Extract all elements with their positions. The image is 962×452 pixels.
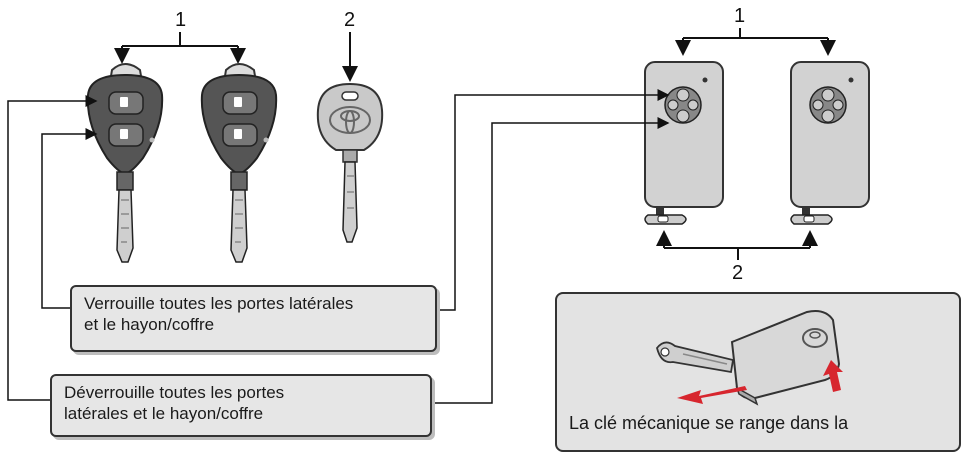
info-panel-text: La clé mécanique se range dans la <box>569 413 849 433</box>
smart-lock-button-icon <box>676 88 690 102</box>
unlock-callout-line2: latérales et le hayon/coffre <box>64 404 264 423</box>
toyota-logo-icon <box>329 106 371 134</box>
unlock-callout: Déverrouille toutes les portes latérales… <box>50 374 432 437</box>
left-key-bracket <box>114 32 358 82</box>
label-mechanical-key-number: 2 <box>344 9 356 31</box>
lock-leader-lines <box>41 89 670 311</box>
smart-key-left <box>644 61 724 225</box>
smart-unlock-button-icon <box>821 109 835 123</box>
unlock-callout-line1: Déverrouille toutes les portes <box>64 383 285 402</box>
remote-key-right <box>200 63 278 263</box>
right-key-bracket-bottom <box>656 230 818 260</box>
release-button-arrow-icon <box>823 360 843 392</box>
smart-key-right <box>790 61 870 225</box>
mechanical-key <box>316 82 384 243</box>
label-smart-mech-keys-number: 2 <box>732 262 744 284</box>
smart-lock-button-icon <box>821 88 835 102</box>
key-storage-illustration <box>656 310 843 406</box>
lock-callout-line2: et le hayon/coffre <box>84 315 215 334</box>
mechanical-key-blade-icon <box>656 341 735 374</box>
unlock-leader-lines <box>7 95 670 404</box>
lock-callout-line1: Verrouille toutes les portes latérales <box>84 294 354 313</box>
label-remote-keys-number: 1 <box>175 9 187 31</box>
smart-key-fob-icon <box>730 310 841 406</box>
right-key-bracket-top <box>675 28 836 56</box>
remote-key-left <box>86 63 164 263</box>
lock-callout: Verrouille toutes les portes latérales e… <box>70 285 437 352</box>
smart-unlock-button-icon <box>676 109 690 123</box>
label-smart-keys-number: 1 <box>734 5 746 27</box>
mechanical-key-info-panel: La clé mécanique se range dans la <box>555 292 961 452</box>
pull-out-arrow-icon <box>677 386 747 404</box>
